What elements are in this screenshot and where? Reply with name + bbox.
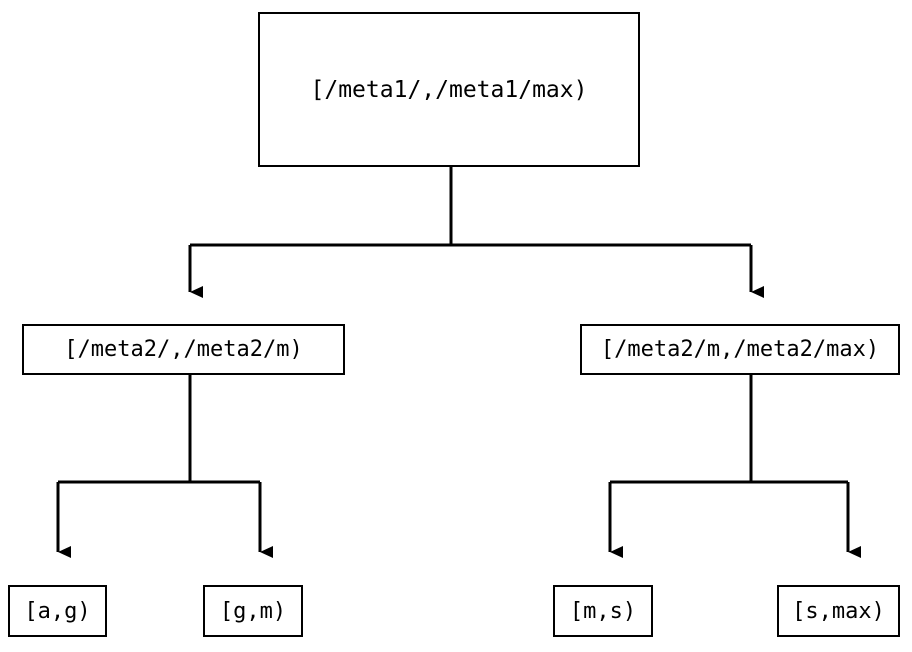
- tree-node-root: [/meta1/,/meta1/max): [258, 12, 640, 167]
- tree-node-mid-left: [/meta2/,/meta2/m): [22, 324, 345, 375]
- tree-node-leaf-2: [g,m): [203, 585, 303, 637]
- tree-node-mid-right: [/meta2/m,/meta2/max): [580, 324, 900, 375]
- tree-node-leaf-1: [a,g): [8, 585, 107, 637]
- tree-node-leaf-3: [m,s): [553, 585, 653, 637]
- tree-node-leaf-4: [s,max): [777, 585, 900, 637]
